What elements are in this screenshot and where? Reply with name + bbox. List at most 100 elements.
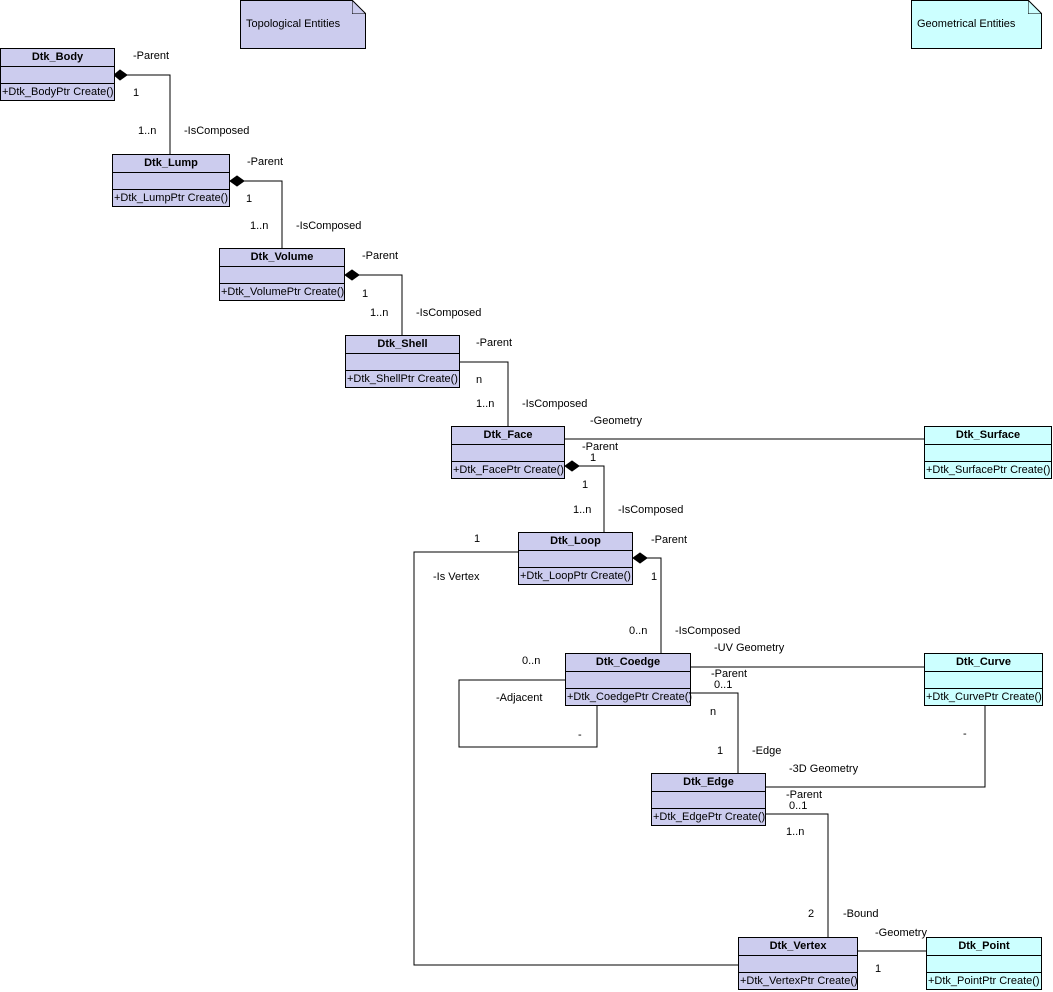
lump-composition-diamond (229, 175, 245, 187)
class-name: Dtk_Shell (346, 336, 459, 354)
class-name: Dtk_Lump (113, 155, 229, 173)
class-name: Dtk_Coedge (566, 654, 690, 672)
multiplicity-label: 1 (717, 745, 724, 757)
class-attributes (346, 354, 459, 371)
class-operation: +Dtk_SurfacePtr Create() (926, 464, 1051, 476)
class-dtk-coedge[interactable]: Dtk_Coedge +Dtk_CoedgePtr Create() (565, 653, 693, 706)
shell-face-link (460, 361, 509, 427)
role-label: -Parent (247, 156, 284, 168)
role-label: -Parent (582, 441, 619, 453)
class-operation: +Dtk_CoedgePtr Create() (567, 691, 693, 703)
class-attributes (220, 267, 344, 284)
multiplicity-label: 0..1 (789, 800, 808, 812)
loop-vertex-link (413, 551, 739, 966)
class-name: Dtk_Point (927, 938, 1041, 956)
note-fold-icon (1028, 0, 1042, 14)
lump-volume-link (238, 180, 283, 249)
role-label: -Geometry (875, 927, 927, 939)
class-dtk-volume[interactable]: Dtk_Volume +Dtk_VolumePtr Create() (219, 248, 345, 301)
multiplicity-label: 1..n (250, 220, 269, 232)
class-attributes (925, 672, 1042, 689)
class-name: Dtk_Loop (519, 533, 632, 551)
multiplicity-label: 1..n (138, 125, 157, 137)
note-fold-icon (352, 0, 366, 14)
class-dtk-shell[interactable]: Dtk_Shell +Dtk_ShellPtr Create() (345, 335, 460, 388)
class-operation: +Dtk_LoopPtr Create() (520, 570, 631, 582)
class-attributes (927, 956, 1041, 973)
class-operation: +Dtk_ShellPtr Create() (347, 373, 458, 385)
multiplicity-label: 1..n (573, 504, 592, 516)
class-name: Dtk_Volume (220, 249, 344, 267)
class-operation: +Dtk_VolumePtr Create() (221, 286, 345, 298)
multiplicity-label: 1..n (476, 398, 495, 410)
role-label: -IsComposed (618, 504, 684, 516)
class-dtk-curve[interactable]: Dtk_Curve +Dtk_CurvePtr Create() (924, 653, 1043, 706)
role-label: -3D Geometry (789, 763, 859, 775)
role-label: -Adjacent (496, 692, 543, 704)
role-label: -Geometry (590, 415, 642, 427)
class-dtk-surface[interactable]: Dtk_Surface +Dtk_SurfacePtr Create() (924, 426, 1052, 479)
face-composition-diamond (564, 460, 580, 472)
multiplicity-label: 1 (133, 87, 140, 99)
class-operation: +Dtk_VertexPtr Create() (740, 975, 858, 987)
multiplicity-label: 0..n (629, 625, 648, 637)
body-lump-link (127, 74, 171, 155)
multiplicity-label: 1 (362, 288, 369, 300)
class-dtk-loop[interactable]: Dtk_Loop +Dtk_LoopPtr Create() (518, 532, 633, 585)
class-dtk-point[interactable]: Dtk_Point +Dtk_PointPtr Create() (926, 937, 1042, 990)
class-attributes (925, 445, 1051, 462)
volume-shell-link (350, 274, 403, 336)
loop-coedge-link (646, 557, 662, 654)
multiplicity-label: 1..n (786, 826, 805, 838)
multiplicity-label: 1 (474, 533, 481, 545)
class-operation: +Dtk_EdgePtr Create() (653, 811, 766, 823)
class-name: Dtk_Curve (925, 654, 1042, 672)
face-loop-link (577, 465, 605, 533)
class-name: Dtk_Surface (925, 427, 1051, 445)
note-text: Geometrical Entities (917, 18, 1016, 30)
note-text: Topological Entities (246, 18, 341, 30)
multiplicity-label: - (578, 729, 582, 741)
multiplicity-label: 1 (651, 571, 658, 583)
class-dtk-body[interactable]: Dtk_Body +Dtk_BodyPtr Create() (0, 48, 115, 101)
geometrical-entities-note: Geometrical Entities (911, 0, 1042, 49)
role-label: -Bound (843, 908, 879, 920)
coedge-edge-link (691, 692, 739, 774)
topological-entities-note: Topological Entities (240, 0, 366, 49)
role-label: -Parent (362, 250, 399, 262)
role-label: -Parent (711, 668, 748, 680)
class-dtk-edge[interactable]: Dtk_Edge +Dtk_EdgePtr Create() (651, 773, 766, 826)
class-operation: +Dtk_LumpPtr Create() (114, 192, 229, 204)
multiplicity-label: 1 (582, 479, 589, 491)
multiplicity-label: 2 (808, 908, 815, 920)
multiplicity-label: - (963, 728, 967, 740)
role-label: -Parent (651, 534, 688, 546)
role-label: -IsComposed (296, 220, 362, 232)
class-attributes (452, 445, 564, 462)
role-label: -IsComposed (184, 125, 250, 137)
role-label: -Edge (752, 745, 782, 757)
class-attributes (519, 551, 632, 568)
class-dtk-lump[interactable]: Dtk_Lump +Dtk_LumpPtr Create() (112, 154, 230, 207)
edge-curve-link (766, 706, 986, 788)
class-operation: +Dtk_BodyPtr Create() (2, 86, 114, 98)
multiplicity-label: 1 (246, 193, 253, 205)
loop-composition-diamond (632, 552, 648, 564)
edge-vertex-link (766, 813, 829, 938)
class-operation: +Dtk_CurvePtr Create() (926, 691, 1042, 703)
class-name: Dtk_Body (1, 49, 114, 67)
class-name: Dtk_Edge (652, 774, 765, 792)
coedge-adjacent-link (458, 679, 598, 748)
role-label: -IsComposed (522, 398, 588, 410)
class-dtk-face[interactable]: Dtk_Face +Dtk_FacePtr Create() (451, 426, 565, 479)
class-dtk-vertex[interactable]: Dtk_Vertex +Dtk_VertexPtr Create() (738, 937, 858, 990)
role-label: -Parent (786, 789, 823, 801)
class-attributes (113, 173, 229, 190)
multiplicity-label: 1 (590, 452, 597, 464)
role-label: -Parent (476, 337, 513, 349)
class-operation: +Dtk_PointPtr Create() (928, 975, 1040, 987)
class-attributes (652, 792, 765, 809)
multiplicity-label: 1..n (370, 307, 389, 319)
role-label: -Parent (133, 50, 170, 62)
